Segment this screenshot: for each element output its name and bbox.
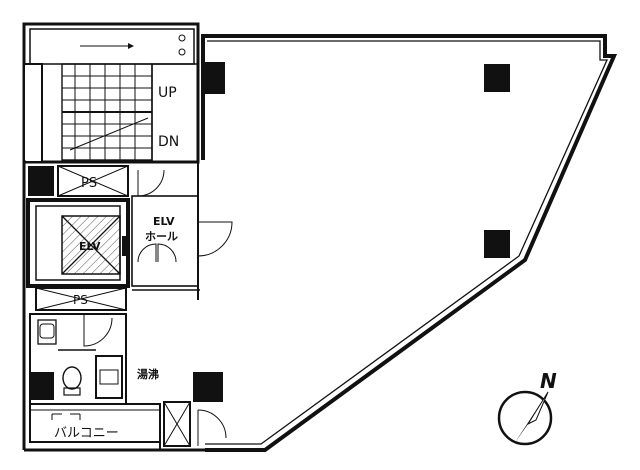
north-label: N [540, 369, 557, 393]
stair-core [22, 22, 200, 164]
pipe-shaft-lower [35, 287, 127, 311]
north-arrow [497, 390, 553, 446]
kitchenette-label: 湯沸 [137, 367, 159, 381]
elevator-shaft [26, 198, 130, 288]
elevator-hall [131, 195, 233, 291]
pipe-shaft-lower-label: PS [73, 293, 88, 307]
balcony-label: バルコニー [54, 426, 119, 441]
column-left-mid [28, 166, 54, 196]
door-swing-ps [137, 169, 165, 197]
elevator-hall-label-2: ホール [145, 230, 178, 243]
column-bottom-left [193, 372, 223, 402]
column-top-left [203, 62, 225, 94]
pipe-shaft-upper [57, 165, 129, 197]
elevator-label: ELV [79, 240, 101, 253]
column-left-low [30, 372, 54, 400]
column-top-right [484, 64, 510, 92]
office-outer-wall [201, 34, 618, 452]
column-mid-right [484, 230, 510, 258]
entrance-box [163, 401, 227, 447]
elevator-hall-label-1: ELV [153, 215, 175, 228]
stair-down-label: DN [158, 134, 179, 150]
pipe-shaft-upper-label: PS [81, 176, 97, 191]
balcony [29, 403, 161, 450]
stair-up-label: UP [158, 85, 177, 101]
